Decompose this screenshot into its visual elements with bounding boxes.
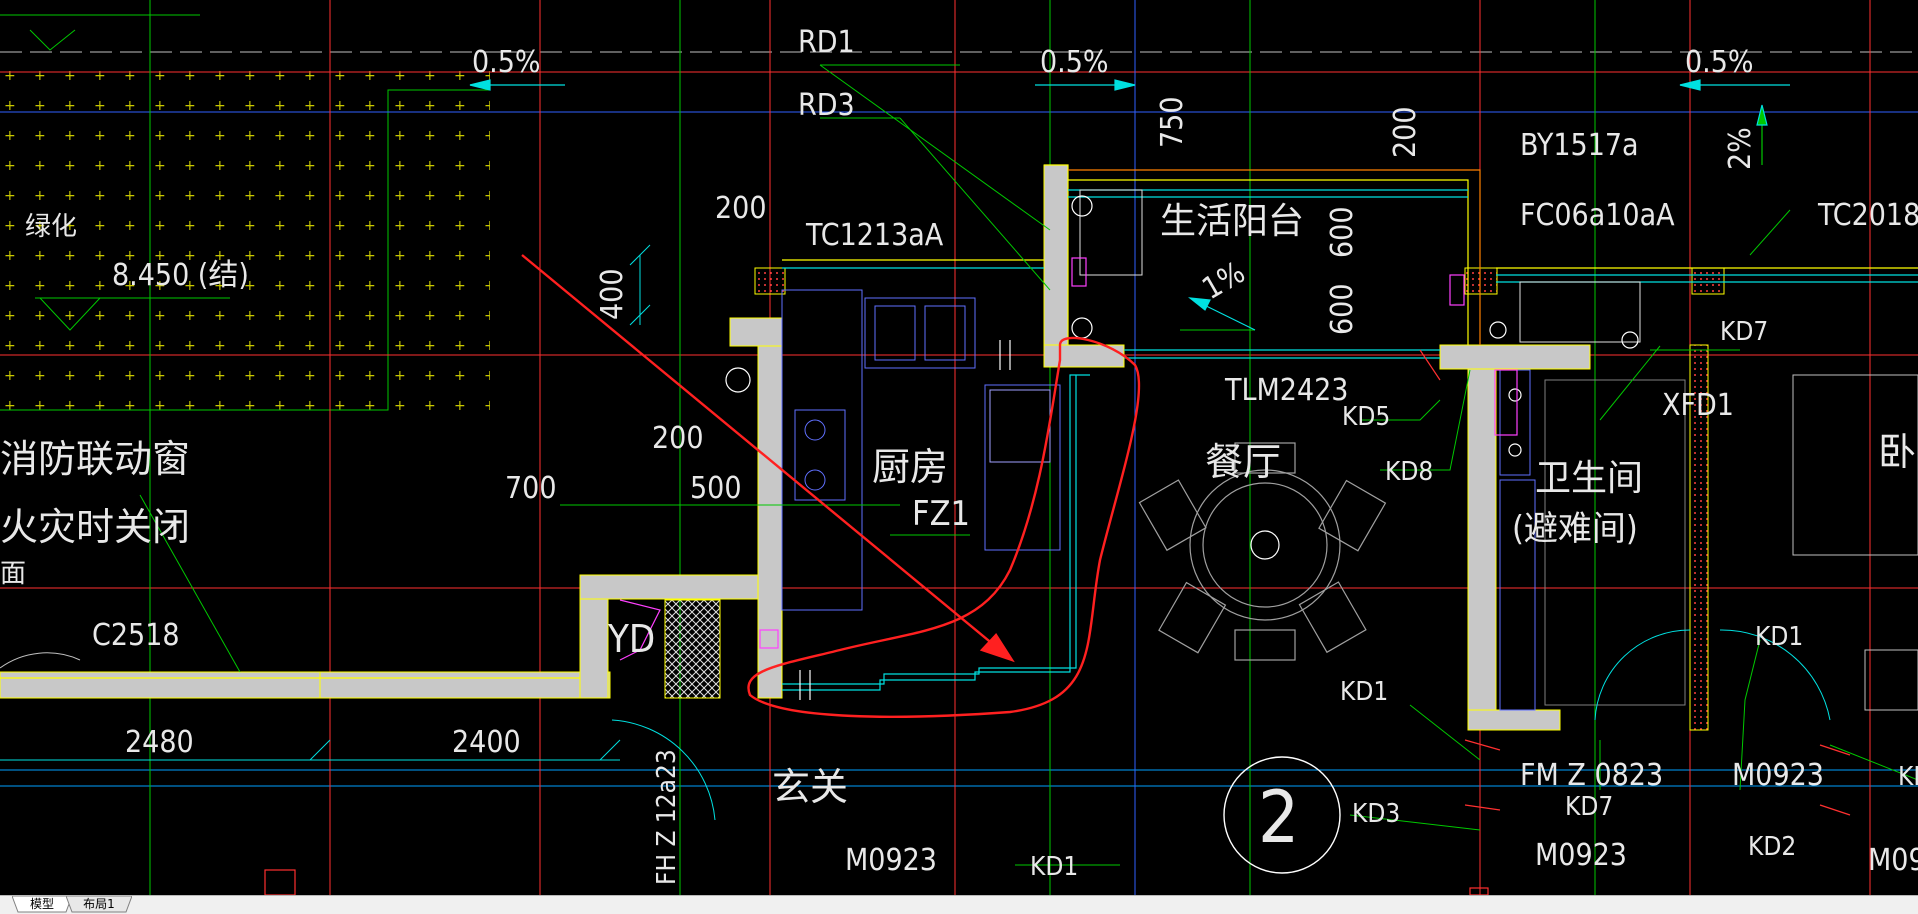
- label-fhz: FH Z 12a23: [652, 749, 682, 885]
- label-kd7-a: KD7: [1720, 317, 1768, 347]
- dining-table: [1138, 442, 1387, 661]
- label-refuge: (避难间): [1512, 509, 1638, 549]
- cad-drawing-canvas[interactable]: +: [0, 0, 1918, 895]
- label-fc06a10aa: FC06a10aA: [1520, 198, 1675, 233]
- dim-600-a: 600: [1325, 206, 1360, 258]
- label-kd5: KD5: [1342, 402, 1390, 432]
- tab-model[interactable]: 模型: [12, 896, 72, 913]
- slope-label-4: 2%: [1723, 127, 1758, 170]
- label-kd-cut: KD: [1898, 762, 1918, 792]
- label-m0923-c: M0923: [1732, 758, 1824, 793]
- label-yd: YD: [607, 617, 655, 661]
- column-dots: [754, 267, 786, 295]
- label-kd8: KD8: [1385, 457, 1433, 487]
- label-kd2: KD2: [1748, 832, 1796, 862]
- label-m0923-b: M0923: [1535, 838, 1627, 873]
- tab-layout1[interactable]: 布局1: [66, 896, 132, 913]
- dim-750: 750: [1155, 96, 1190, 148]
- dim-200-c: 200: [652, 421, 704, 456]
- dim-400: 400: [595, 268, 630, 320]
- label-kd1-c: KD1: [1030, 852, 1078, 882]
- label-kd7-b: KD7: [1565, 792, 1613, 822]
- label-tc2018: TC2018A: [1817, 198, 1918, 233]
- label-tc1213aa: TC1213aA: [805, 218, 944, 253]
- door-hatch: [664, 599, 721, 699]
- label-c2518: C2518: [92, 618, 180, 653]
- label-kd3: KD3: [1352, 799, 1400, 829]
- walls: [0, 164, 1591, 731]
- label-fire-close: 火灾时关闭: [0, 505, 190, 549]
- label-xfd1: XFD1: [1662, 388, 1734, 423]
- dim-500: 500: [690, 471, 742, 506]
- door-swings: [0, 629, 1831, 821]
- label-m09-cut: M09: [1868, 843, 1918, 878]
- label-entry: 玄关: [772, 765, 848, 809]
- markup-annotation[interactable]: [521, 254, 1141, 718]
- column-dots: [1689, 344, 1709, 731]
- label-balcony: 生活阳台: [1160, 201, 1304, 242]
- label-m0923-a: M0923: [845, 843, 937, 878]
- tab-layout1-label: 布局1: [83, 897, 115, 911]
- slope-label-3: 0.5%: [1685, 45, 1754, 80]
- label-tlm2423: TLM2423: [1224, 373, 1348, 408]
- slope-label-1: 0.5%: [472, 45, 541, 80]
- grid-lines: [0, 0, 1918, 895]
- dim-2480: 2480: [125, 725, 194, 760]
- label-elevation: 8.450 (结): [112, 258, 249, 293]
- slope-arrows: [469, 79, 1790, 331]
- pipe-symbols: [264, 195, 1851, 895]
- label-fz1: FZ1: [912, 494, 970, 534]
- layout-tab-bar: 模型 布局1: [0, 895, 1918, 914]
- greening-hatch: [0, 55, 490, 411]
- label-fm-z: FM Z 0823: [1520, 758, 1663, 793]
- dim-600-b: 600: [1325, 283, 1360, 335]
- tab-model-label: 模型: [29, 897, 54, 911]
- label-bedroom: 卧室: [1878, 430, 1918, 474]
- label-bathroom: 卫生间: [1535, 458, 1643, 499]
- label-greening: 绿化: [25, 212, 77, 242]
- dim-200-a: 200: [715, 191, 767, 226]
- label-face: 面: [0, 559, 26, 589]
- dimension-ticks: [0, 244, 900, 761]
- leader-lines: [0, 14, 1918, 866]
- column-dots: [1464, 267, 1498, 295]
- grid-bubble: [1223, 756, 1341, 874]
- label-kd1-a: KD1: [1340, 677, 1388, 707]
- label-rd3: RD3: [798, 88, 855, 123]
- label-fire-window: 消防联动窗: [0, 437, 190, 481]
- label-kd1-b: KD1: [1755, 622, 1803, 652]
- slope-label-2: 0.5%: [1040, 45, 1109, 80]
- label-kitchen: 厨房: [872, 445, 948, 489]
- label-grid-2: 2: [1258, 775, 1299, 859]
- label-rd1: RD1: [798, 25, 855, 60]
- dim-2400: 2400: [452, 725, 521, 760]
- label-dining: 餐厅: [1205, 440, 1281, 484]
- label-by1517a: BY1517a: [1520, 128, 1639, 163]
- dim-700: 700: [505, 471, 557, 506]
- dim-200-b: 200: [1388, 106, 1423, 158]
- kitchen-fixtures: [781, 189, 1143, 611]
- column-dots: [1691, 267, 1725, 295]
